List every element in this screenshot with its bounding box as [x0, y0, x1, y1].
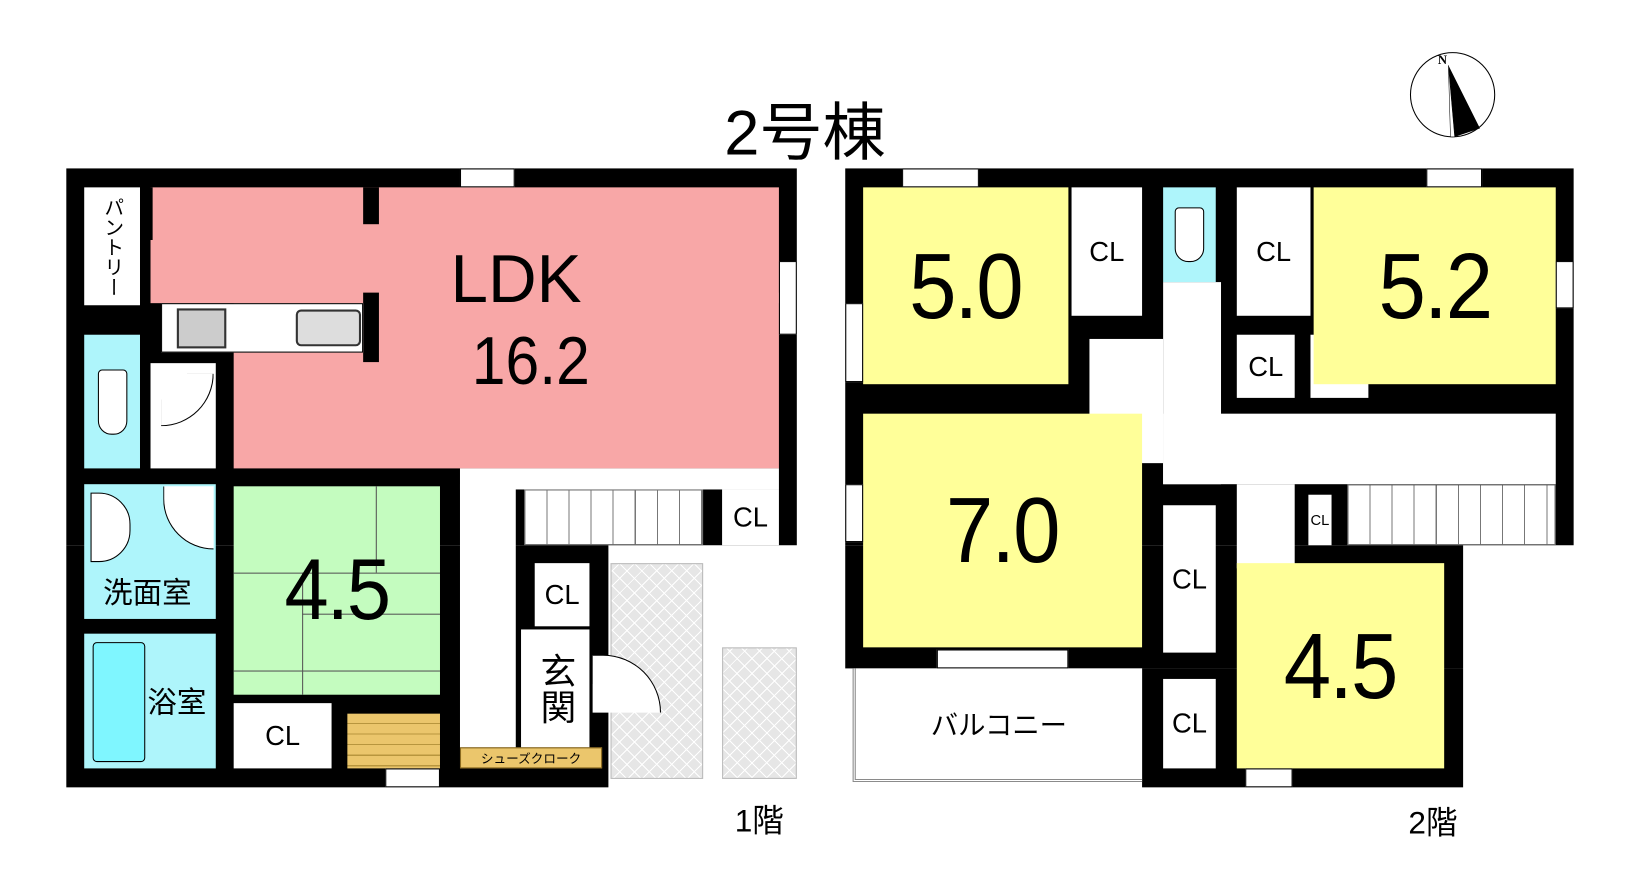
shoe-closet-label: シューズクローク: [480, 751, 582, 766]
balcony: バルコニー: [852, 668, 1143, 783]
closet-label: CL: [1248, 349, 1284, 382]
building-title: 2号棟: [724, 97, 886, 169]
bedroom-5-0: 5.0: [863, 187, 1069, 385]
bedroom-size: 7.0: [946, 477, 1061, 583]
shoe-closet: シューズクローク: [459, 747, 603, 769]
closet-c: CL: [1163, 505, 1216, 653]
kitchen-counter: [161, 303, 364, 353]
floor-2-label: 2階: [1408, 806, 1458, 842]
window: [1426, 168, 1483, 188]
bedroom-7-0: 7.0: [863, 413, 1143, 648]
toilet-2f: [1163, 187, 1216, 283]
floor-1-label: 1階: [734, 804, 784, 839]
window: [459, 168, 515, 188]
closet-entrance: CL: [534, 563, 590, 627]
staircase-1f: [524, 489, 704, 546]
closet-label: CL: [265, 719, 301, 752]
closet-label: CL: [1256, 235, 1292, 267]
pantry-label: パントリー: [101, 196, 124, 297]
bathroom-label: 浴室: [147, 686, 207, 719]
ldk-label: LDK: [450, 241, 582, 317]
window: [778, 261, 797, 335]
toilet-icon: [97, 368, 127, 435]
closet-d: CL: [1163, 678, 1216, 769]
pantry: パントリー: [84, 187, 140, 306]
window: [845, 303, 864, 383]
window: [385, 768, 440, 788]
bedroom-size: 5.0: [909, 233, 1024, 338]
closet-tatami: CL: [233, 703, 332, 769]
entrance-label: 玄関: [534, 652, 575, 725]
stove-icon: [176, 308, 227, 349]
compass-north-label: N: [1437, 52, 1447, 68]
window: [845, 484, 864, 543]
window: [902, 168, 979, 188]
entrance: 玄関: [521, 629, 590, 748]
toilet-icon: [1174, 207, 1205, 263]
bedroom-5-2: 5.2: [1313, 187, 1556, 385]
closet-a: CL: [1071, 187, 1143, 316]
window: [1245, 768, 1293, 788]
bathtub-icon: [92, 642, 146, 763]
sink-icon: [295, 309, 362, 347]
closet-stairs-1f: CL: [722, 489, 779, 546]
closet-label: CL: [1310, 511, 1330, 529]
closet-stairs-2f: CL: [1308, 494, 1332, 546]
japanese-room-size: 4.5: [284, 542, 392, 638]
balcony-label: バルコニー: [930, 709, 1068, 742]
closet-label: CL: [544, 578, 580, 610]
bedroom-size: 5.2: [1378, 233, 1493, 338]
approach: [722, 647, 797, 779]
ldk-room: [150, 187, 779, 304]
bedroom-size: 4.5: [1284, 613, 1399, 718]
staircase-2f: [1347, 484, 1556, 546]
ldk-size: 16.2: [471, 323, 590, 399]
closet-b: CL: [1236, 187, 1311, 316]
storage: [347, 713, 440, 769]
toilet-1f: [84, 334, 140, 469]
window: [1555, 261, 1574, 309]
closet-label: CL: [1089, 235, 1125, 267]
corridor-1f: [459, 468, 779, 490]
closet-b2: CL: [1236, 334, 1295, 398]
window: [936, 649, 1069, 669]
washroom-label: 洗面室: [103, 576, 192, 610]
closet-label: CL: [1171, 707, 1207, 739]
closet-label: CL: [733, 501, 769, 533]
closet-label: CL: [1171, 562, 1207, 595]
compass-icon: N: [1408, 51, 1496, 139]
bedroom-4-5: 4.5: [1236, 563, 1445, 769]
japanese-room: 4.5: [233, 486, 440, 695]
